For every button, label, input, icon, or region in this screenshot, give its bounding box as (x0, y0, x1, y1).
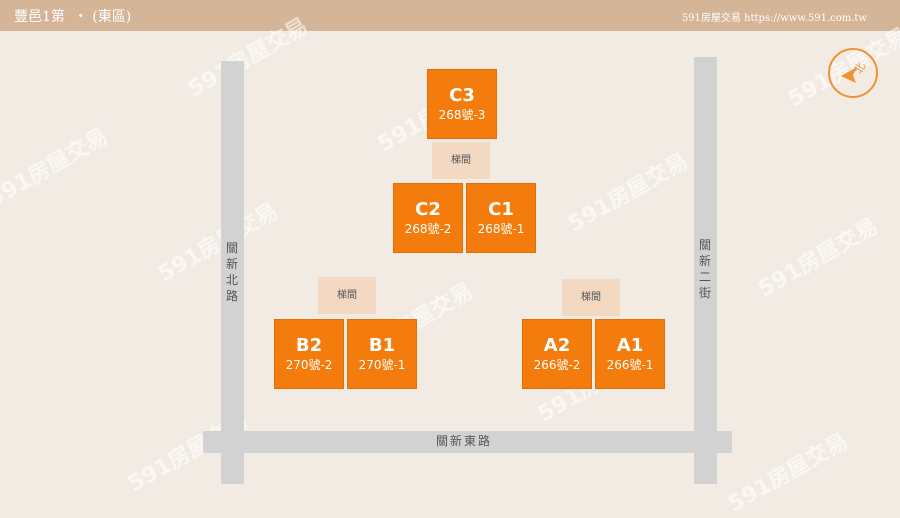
unit-code: C3 (449, 85, 475, 106)
road-west (221, 61, 244, 484)
watermark: 591房屋交易 (723, 428, 853, 518)
unit-a2[interactable]: A2 266號-2 (522, 319, 592, 389)
unit-number: 266號-2 (533, 358, 581, 372)
unit-number: 268號-2 (404, 222, 452, 236)
unit-code: C1 (488, 199, 514, 220)
unit-b1[interactable]: B1 270號-1 (347, 319, 417, 389)
road-label-south: 關新東路 (436, 434, 493, 448)
unit-number: 268號-3 (438, 108, 486, 122)
road-east (694, 57, 717, 484)
unit-c1[interactable]: C1 268號-1 (466, 183, 536, 253)
unit-number: 270號-1 (358, 358, 406, 372)
unit-b2[interactable]: B2 270號-2 (274, 319, 344, 389)
watermark: 591房屋交易 (0, 123, 113, 213)
watermark: 591房屋交易 (753, 213, 883, 303)
unit-code: C2 (415, 199, 441, 220)
unit-number: 266號-1 (606, 358, 654, 372)
unit-number: 270號-2 (285, 358, 333, 372)
arrow-icon (841, 67, 857, 83)
unit-c2[interactable]: C2 268號-2 (393, 183, 463, 253)
unit-code: B1 (368, 335, 396, 356)
watermark: 591房屋交易 (153, 198, 283, 288)
unit-c3[interactable]: C3 268號-3 (427, 69, 497, 139)
unit-code: A1 (616, 335, 644, 356)
unit-a1[interactable]: A1 266號-1 (595, 319, 665, 389)
header-bar: 豐邑1第 ‧ (東區) 591房屋交易 https://www.591.com.… (0, 0, 900, 31)
compass-north-arrow-icon: 北 (828, 48, 878, 98)
unit-code: B2 (295, 335, 323, 356)
page-title: 豐邑1第 ‧ (東區) (14, 9, 132, 25)
road-south (203, 431, 732, 453)
unit-number: 268號-1 (477, 222, 525, 236)
stairwell-b: 梯間 (318, 277, 376, 314)
stairwell-c: 梯間 (432, 142, 490, 179)
unit-code: A2 (543, 335, 571, 356)
stairwell-a: 梯間 (562, 279, 620, 316)
road-label-west: 關新北路 (225, 241, 238, 303)
road-label-east: 關新二街 (698, 238, 711, 300)
site-credit[interactable]: 591房屋交易 https://www.591.com.tw (681, 13, 867, 24)
watermark: 591房屋交易 (563, 148, 693, 238)
